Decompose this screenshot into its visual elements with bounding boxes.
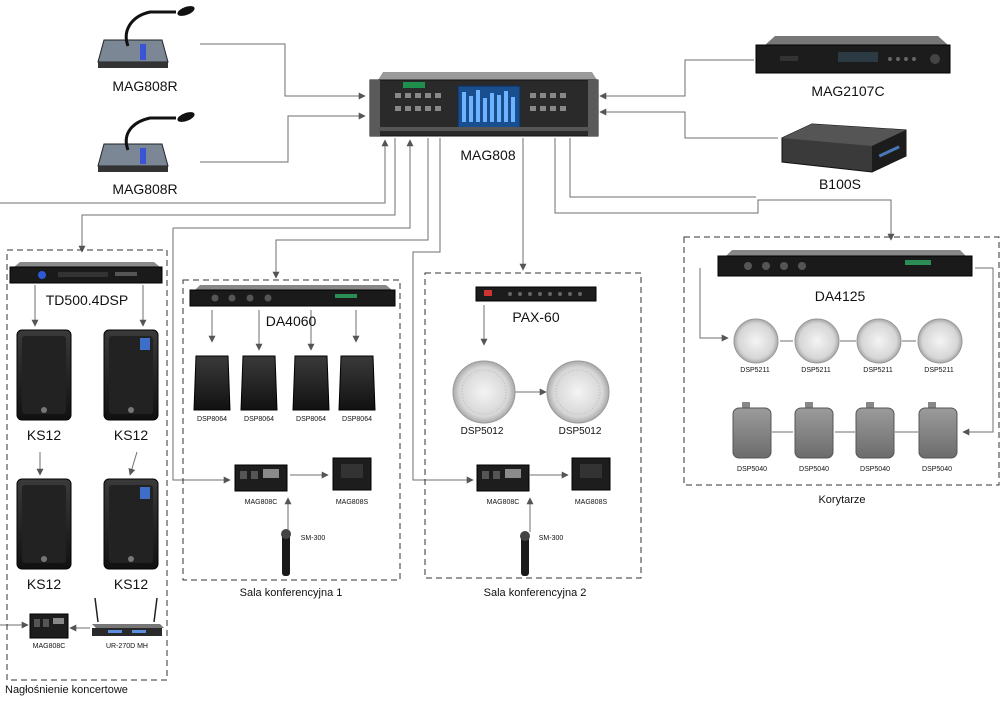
wire-mic2-to-mag808 [200,112,366,163]
mag808s-room1-panel [332,457,372,491]
ur270d-receiver [92,597,164,636]
ks12-speaker-4 [103,478,159,570]
ks12-label-3: KS12 [27,576,61,592]
dsp5040-label-3: DSP5040 [860,466,890,473]
pax60-unit [475,286,597,302]
wire-mag808-to-da4125-b [569,138,756,198]
zone-concert-box [6,249,168,681]
mag808s-room2-label: MAG808S [575,499,608,506]
mag2107c-unit [755,36,951,74]
wire-mag808-to-concert [78,138,396,253]
wire-mag808-to-da4060 [272,138,429,279]
dsp5040-speaker-4 [918,402,958,459]
dsp8064-label-2: DSP8064 [244,416,274,423]
dsp5012-label-2: DSP5012 [559,426,602,437]
dsp8064-speaker-1 [193,355,231,411]
wire-room2-mag808c [412,138,474,484]
mag808c-concert-panel [29,613,69,639]
mag2107c-label: MAG2107C [811,83,884,99]
mag808-label: MAG808 [460,147,515,163]
zone-room1-box [182,279,401,581]
wire-room1-return [173,139,414,229]
mag808c-room2-label: MAG808C [487,499,520,506]
wire-mic1-to-mag808 [200,43,366,100]
ks12-label-4: KS12 [114,576,148,592]
ks12-label-2: KS12 [114,427,148,443]
dsp5211-label-1: DSP5211 [740,367,770,374]
pax60-label: PAX-60 [512,309,559,325]
dsp5040-speaker-2 [794,402,834,459]
dsp5012-speaker-2 [546,360,610,424]
da4060-label: DA4060 [266,313,317,329]
wire-room1-mag808c-in [172,228,231,484]
wire-ks12-2-to-ks12-4 [128,451,138,476]
wire-da4125-to-dsp5040 [962,267,994,436]
dsp5211-speaker-4 [917,318,963,364]
mag808-unit [369,72,599,137]
sm300-room2-label: SM-300 [539,535,564,542]
mag808s-room2-panel [571,457,611,491]
wire-concert-return [0,139,389,204]
dsp5040-label-1: DSP5040 [737,466,767,473]
dsp5040-speaker-3 [855,402,895,459]
da4060-unit [189,285,396,307]
zone-room1-label: Sala konferencyjna 1 [240,587,343,599]
dsp8064-label-1: DSP8064 [197,416,227,423]
dsp5040-label-4: DSP5040 [922,466,952,473]
b100s-label: B100S [819,176,861,192]
zone-corridor-box [683,236,1000,486]
wire-mag808-to-da4125-a [554,138,895,241]
wire-mag2107c-to-mag808 [599,59,754,100]
ks12-speaker-3 [16,478,72,570]
mag808r-unit-2 [97,112,195,172]
dsp5211-speaker-1 [733,318,779,364]
mag808c-room1-label: MAG808C [245,499,278,506]
dsp5211-label-3: DSP5211 [863,367,893,374]
zone-room2-label: Sala konferencyjna 2 [484,587,587,599]
td500-label: TD500.4DSP [46,292,128,308]
mag808s-room1-label: MAG808S [336,499,369,506]
wire-da4125-to-dsp5211 [699,268,729,342]
dsp8064-speaker-4 [338,355,376,411]
dsp5012-speaker-1 [452,360,516,424]
sm300-room1-label: SM-300 [301,535,326,542]
dsp5211-speaker-3 [856,318,902,364]
dsp8064-speaker-3 [292,355,330,411]
zone-corridor-label: Korytarze [818,494,865,506]
mag808c-room1-panel [234,464,288,492]
dsp8064-label-3: DSP8064 [296,416,326,423]
mag808r-label-2: MAG808R [112,181,177,197]
da4125-label: DA4125 [815,288,866,304]
ks12-label-1: KS12 [27,427,61,443]
zone-concert-label: Nagłośnienie koncertowe [5,684,128,696]
sm300-mic-room1 [281,529,291,576]
dsp5040-label-2: DSP5040 [799,466,829,473]
ks12-speaker-2 [103,329,159,421]
mag808r-unit-1 [97,6,195,68]
ur270d-label: UR-270D MH [106,643,148,650]
dsp5211-label-2: DSP5211 [801,367,831,374]
connection-lines [0,43,994,632]
dsp5012-label-1: DSP5012 [461,426,504,437]
dsp5211-label-4: DSP5211 [924,367,954,374]
dsp5211-speaker-2 [794,318,840,364]
dsp8064-speaker-2 [240,355,278,411]
sm300-mic-room2 [520,531,530,576]
ks12-speaker-1 [16,329,72,421]
dsp5040-speaker-1 [732,402,772,459]
dsp8064-label-4: DSP8064 [342,416,372,423]
mag808c-room2-panel [476,464,530,492]
b100s-unit [781,123,907,173]
mag808c-concert-label: MAG808C [33,643,66,650]
mag808r-label-1: MAG808R [112,78,177,94]
da4125-unit [717,250,973,277]
wire-b100s-to-mag808 [599,108,778,139]
td500-unit [9,262,163,284]
